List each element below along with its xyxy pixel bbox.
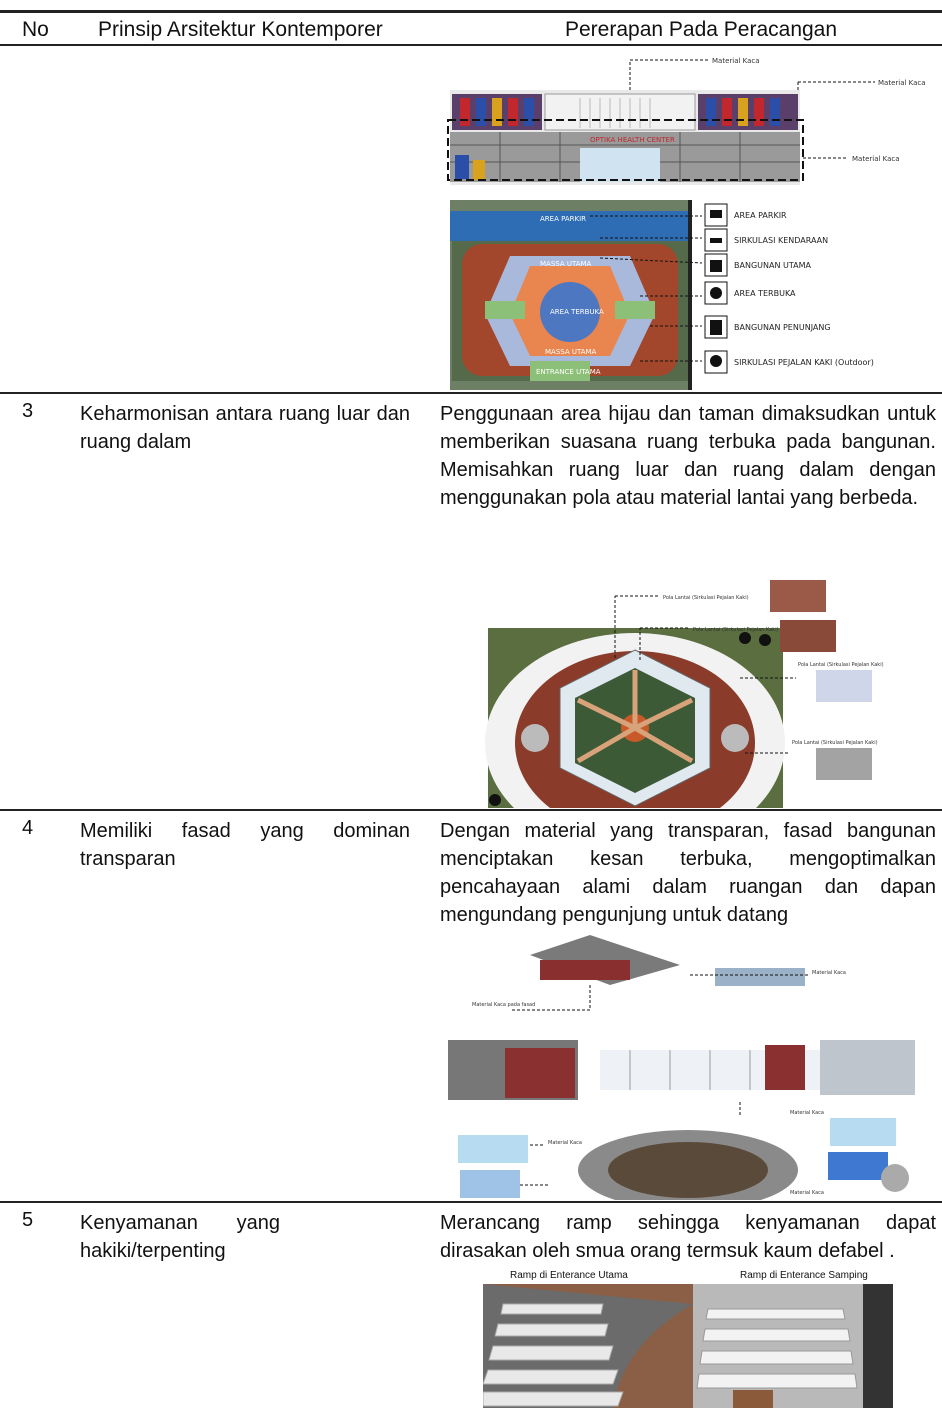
plan-zone-main-mass: MASSA UTAMA — [540, 260, 592, 268]
row-5-principle: Kenyamanan yang hakiki/terpenting — [80, 1212, 280, 1262]
facade-callout-1: Material Kaca pada fasad — [472, 1002, 535, 1008]
legend-main-building: BANGUNAN UTAMA — [734, 261, 811, 270]
row-5-no: 5 — [22, 1209, 34, 1231]
row-divider — [0, 1201, 942, 1203]
facade-elevation-figure: OPTIKA HEALTH CENTER Material Kaca Mater… — [440, 50, 940, 190]
facade-label-3: Material Kaca — [852, 155, 900, 163]
legend-support-building: BANGUNAN PENUNJANG — [734, 323, 831, 332]
row-3-application: Penggunaan area hijau dan taman dimaksud… — [440, 403, 936, 509]
row-4-principle: Memiliki fasad yang dominan transparan — [80, 820, 410, 870]
plan-zone-parking: AREA PARKIR — [540, 215, 586, 223]
ramp-caption-main: Ramp di Enterance Utama — [510, 1270, 628, 1281]
row-divider — [0, 809, 942, 811]
floor-callout-2: Pola Lantai (Sirkulasi Pejalan Kaki) — [693, 627, 779, 633]
row-3-no: 3 — [22, 400, 34, 422]
header-rule — [0, 44, 942, 46]
legend-open-area: AREA TERBUKA — [734, 289, 796, 298]
row-5-application: Merancang ramp sehingga kenyamanan dapat… — [440, 1212, 936, 1262]
facade-sign: OPTIKA HEALTH CENTER — [590, 136, 675, 144]
plan-zone-main-mass-2: MASSA UTAMA — [545, 348, 597, 356]
row-3-principle: Keharmonisan antara ruang luar dan ruang… — [80, 403, 410, 453]
floor-pattern-figure: Pola Lantai (Sirkulasi Pejalan Kaki) Pol… — [440, 578, 940, 808]
floor-callout-1: Pola Lantai (Sirkulasi Pejalan Kaki) — [663, 595, 749, 601]
facade-label-2: Material Kaca — [878, 79, 926, 87]
plan-zone-open: AREA TERBUKA — [550, 308, 604, 316]
header-no: No — [22, 18, 49, 41]
facade-callout-4: Material Kaca — [790, 1110, 824, 1116]
ramp-photos — [483, 1284, 893, 1408]
legend-parking: AREA PARKIR — [734, 211, 787, 220]
facade-callout-5: Material Kaca — [790, 1190, 824, 1196]
row-4-application: Dengan material yang transparan, fasad b… — [440, 820, 936, 926]
facade-callout-2: Material Kaca — [812, 970, 846, 976]
facade-label-1: Material Kaca — [712, 57, 760, 65]
legend-vehicle-circulation: SIRKULASI KENDARAAN — [734, 236, 828, 245]
header-principle: Prinsip Arsitektur Kontemporer — [98, 18, 383, 41]
floor-callout-4: Pola Lantai (Sirkulasi Pejalan Kaki) — [792, 740, 878, 746]
row-divider — [0, 392, 942, 394]
table-top-rule — [0, 10, 942, 13]
transparent-facade-figure: Material Kaca pada fasad Material Kaca M… — [440, 930, 940, 1200]
legend-pedestrian: SIRKULASI PEJALAN KAKI (Outdoor) — [734, 358, 874, 367]
row-4-no: 4 — [22, 817, 34, 839]
facade-callout-3: Material Kaca — [548, 1140, 582, 1146]
site-plan-figure: AREA PARKIR MASSA UTAMA AREA TERBUKA MAS… — [440, 196, 940, 392]
plan-zone-entrance: ENTRANCE UTAMA — [536, 368, 601, 376]
header-application: Pererapan Pada Peracangan — [565, 18, 838, 41]
ramp-caption-side: Ramp di Enterance Samping — [740, 1270, 868, 1281]
floor-callout-3: Pola Lantai (Sirkulasi Pejalan Kaki) — [798, 662, 884, 668]
